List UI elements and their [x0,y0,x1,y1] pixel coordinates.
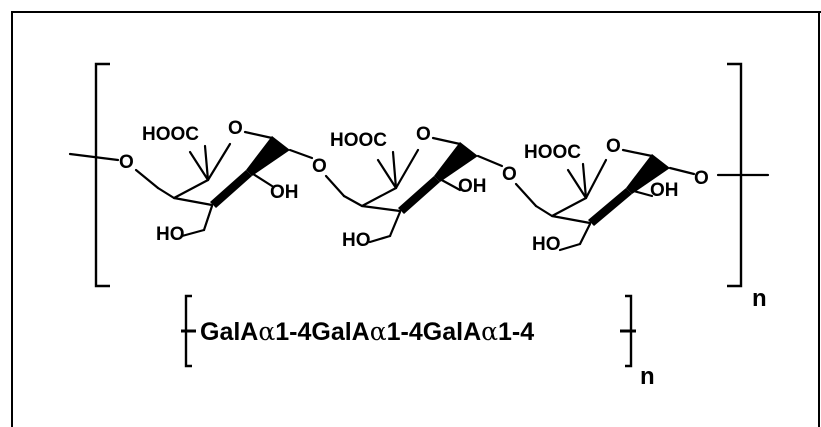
bond [248,170,274,188]
bond [368,234,392,244]
glycosidic-oxygen-terminal: O [694,168,709,189]
bond [566,168,588,200]
bond [391,150,398,190]
bond [324,174,346,198]
carboxyl-label-1: HOOC [142,124,199,145]
galacturonic-acid-residue-3: O O HOOC OH HO O [502,136,709,255]
bond [476,154,504,168]
ring-wedge-2b [398,176,440,214]
sequence-linkage-3: 1-4 [498,318,534,346]
bond [436,176,462,192]
repeat-n-label: n [752,285,767,312]
hydroxyl-label-3: OH [650,180,679,201]
ring-oxygen-2: O [416,124,431,145]
ring-wedge-1a [246,136,290,176]
hydroxyl-left-label-1: HO [156,224,185,245]
ring-oxygen-3: O [606,136,621,157]
bond [578,222,592,246]
sequence-unit-1: GalA [200,318,258,346]
sequence-unit-2: GalA [311,318,369,346]
glycosidic-oxygen-3: O [502,164,517,185]
ring-oxygen-1: O [228,118,243,139]
sequence-anomer-3: α [481,317,498,346]
bond [188,150,210,182]
bond [202,204,214,232]
bond [628,188,654,198]
carboxyl-label-2: HOOC [330,130,387,151]
sequence-anomer-2: α [370,317,387,346]
bond [360,204,402,213]
bond [581,162,588,200]
ring-wedge-3b [588,188,632,226]
glycosidic-oxygen-2: O [312,156,327,177]
bond [203,144,210,182]
hydroxyl-label-2: OH [458,176,487,197]
sequence-unit-3: GalA [423,318,481,346]
ring-bonds-3a [534,158,608,218]
bond [514,182,538,208]
ring-bonds-2a [342,148,420,208]
sequence-linkage-1: 1-4 [275,318,311,346]
bond [180,228,206,238]
ring-wedge-3a [626,154,670,194]
hydroxyl-left-label-2: HO [342,230,371,251]
bond [388,210,402,238]
left-repeat-bracket [94,62,110,288]
galacturonic-acid-residue-1: O O HOOC OH HO [119,118,314,245]
ring-wedge-2a [434,142,478,182]
ring-wedge-1b [210,170,252,208]
bond [376,158,398,190]
sequence-linkage-2: 1-4 [387,318,423,346]
bond [134,168,160,190]
glycosidic-oxygen-1: O [119,152,134,173]
hydroxyl-left-label-3: HO [532,234,561,255]
ring-bonds-1a [156,142,232,200]
bond [288,148,314,160]
bond [668,166,696,176]
figure-border [11,11,821,427]
carboxyl-label-3: HOOC [524,142,581,163]
sequence-n-label: n [640,363,655,390]
bond [550,214,592,225]
galacturonic-acid-residue-2: O O HOOC OH HO [312,124,504,251]
hydroxyl-label-1: OH [270,182,299,203]
bond [431,136,462,146]
bond [172,196,214,207]
bond [243,130,274,140]
bond [621,148,654,158]
bond [558,242,582,252]
sequence-notation: GalAα1-4GalAα1-4GalAα1-4 n [181,294,655,390]
left-terminal-bond [68,152,120,162]
sequence-anomer-1: α [258,317,275,346]
sequence-text: GalAα1-4GalAα1-4GalAα1-4 [200,317,534,346]
